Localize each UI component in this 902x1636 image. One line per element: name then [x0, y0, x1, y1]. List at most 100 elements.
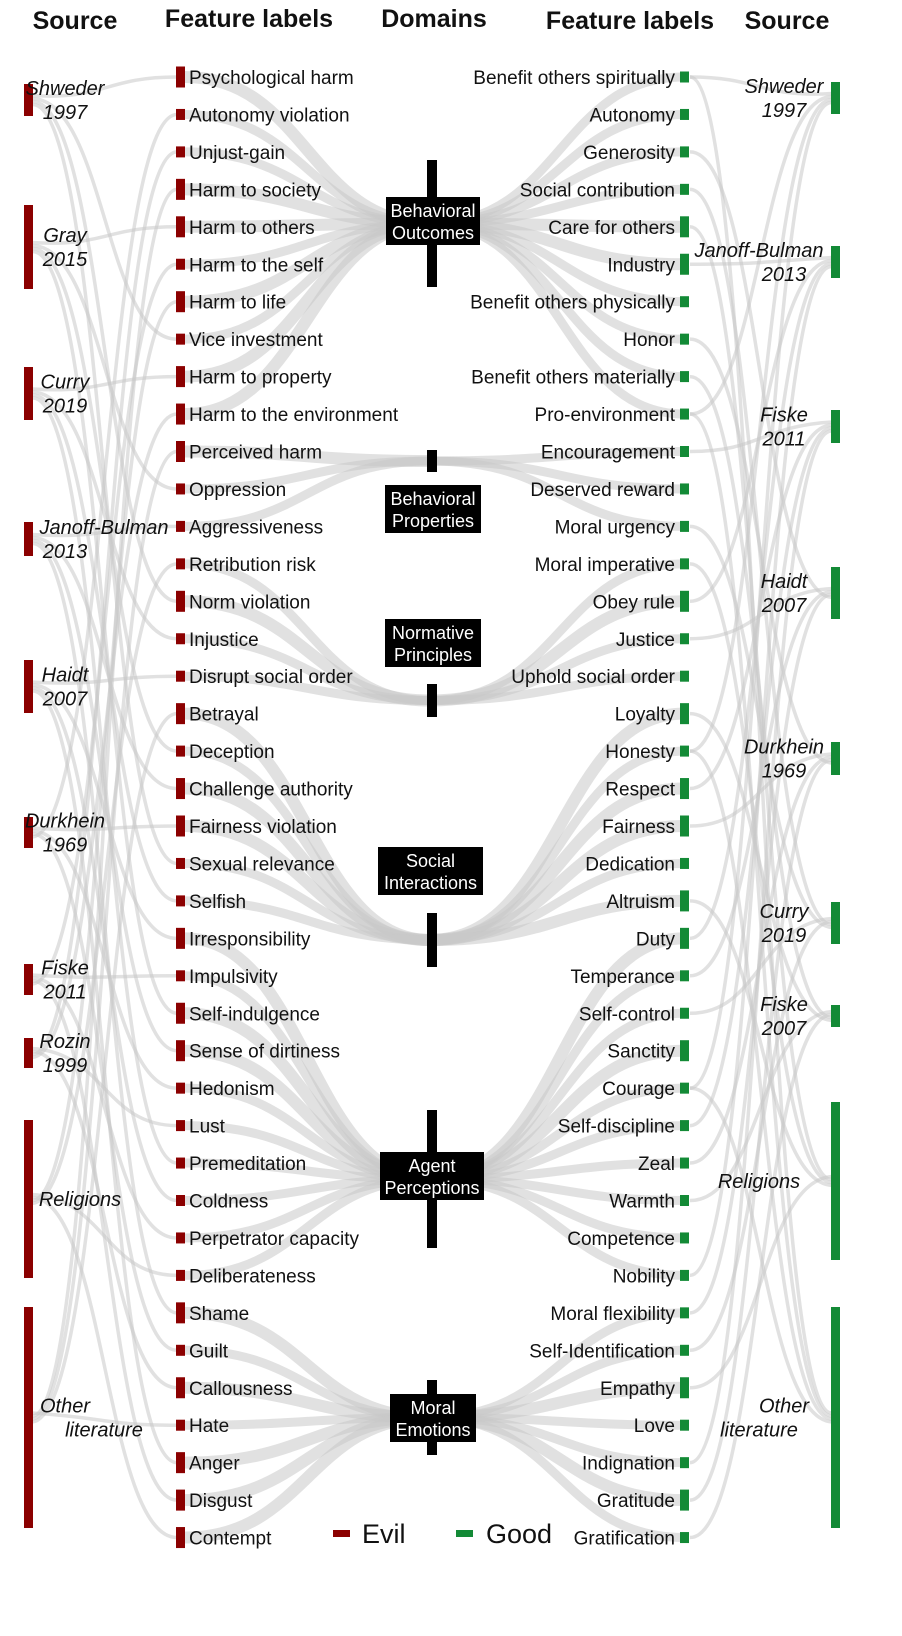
evil-feature-bar — [176, 1489, 185, 1511]
header-feature-labels-left: Feature labels — [165, 5, 333, 33]
evil-feature-bar — [176, 1120, 185, 1132]
domain-box-social — [378, 847, 483, 895]
source-label-left: Rozin — [39, 1031, 90, 1053]
column-headers: Source Feature labels Domains Feature la… — [33, 5, 830, 35]
good-feature-generosity: Generosity — [583, 143, 675, 164]
evil-feature-bar — [176, 857, 185, 869]
flow-link — [31, 246, 178, 753]
evil-feature-bar — [176, 258, 185, 270]
legend-good-swatch — [456, 1530, 473, 1537]
source-bar-left — [24, 367, 33, 420]
evil-feature-bar — [176, 1195, 185, 1206]
good-feature-bar — [680, 296, 689, 308]
flow-link — [31, 75, 178, 98]
domain-label: Emotions — [395, 1420, 470, 1440]
flow-link — [184, 671, 431, 705]
evil-feature-harm-to-the-self: Harm to the self — [189, 255, 324, 276]
source-label-right: Janoff-Bulman — [694, 240, 824, 262]
evil-feature-contempt: Contempt — [189, 1529, 272, 1550]
flow-link — [689, 75, 833, 96]
source-label-left: Janoff-Bulman — [39, 517, 169, 539]
good-feature-bar — [680, 927, 689, 949]
source-label-left: Religions — [39, 1189, 121, 1211]
flow-link — [31, 1046, 178, 1128]
good-feature-warmth: Warmth — [609, 1192, 675, 1213]
evil-feature-perceived-harm: Perceived harm — [189, 443, 322, 464]
source-label-right: 2007 — [761, 595, 807, 617]
source-label-left: Other — [40, 1396, 91, 1418]
flow-link — [31, 374, 178, 392]
good-feature-bar — [680, 1232, 689, 1244]
domain-box-properties — [385, 485, 481, 533]
evil-feature-bar — [176, 1040, 185, 1062]
source-label-right: 2011 — [761, 429, 805, 451]
source-label-left: Haidt — [42, 665, 90, 687]
good-feature-bar — [680, 216, 689, 238]
good-feature-bar — [680, 253, 689, 275]
evil-feature-bar — [176, 1302, 185, 1324]
good-feature-bar — [680, 333, 689, 345]
evil-feature-bar — [176, 745, 185, 757]
evil-feature-irresponsibility: Irresponsibility — [189, 929, 311, 950]
good-feature-autonomy: Autonomy — [589, 105, 675, 126]
source-label-right: 2007 — [761, 1018, 807, 1040]
evil-feature-bar — [176, 558, 185, 570]
domain-label: Social — [406, 851, 455, 871]
source-label-left: 1997 — [43, 102, 88, 124]
flow-link — [31, 187, 178, 1418]
flow-link — [31, 243, 178, 491]
evil-feature-harm-to-life: Harm to life — [189, 293, 286, 314]
evil-feature-bar — [176, 815, 185, 837]
good-feature-respect: Respect — [605, 780, 675, 801]
good-feature-bar — [680, 71, 689, 83]
good-feature-fairness: Fairness — [602, 817, 675, 838]
good-feature-gratification: Gratification — [574, 1529, 675, 1550]
good-feature-bar — [680, 633, 689, 645]
evil-feature-bar — [176, 66, 185, 88]
evil-feature-bar — [176, 333, 185, 345]
source-label-right: literature — [720, 1420, 798, 1442]
good-feature-honesty: Honesty — [605, 742, 675, 763]
source-bar-left — [24, 522, 33, 556]
good-feature-bar — [680, 890, 689, 912]
flow-link — [31, 449, 178, 1421]
evil-feature-coldness: Coldness — [189, 1192, 268, 1213]
domain-bar — [427, 450, 437, 472]
domain-box-emotions — [390, 1394, 476, 1442]
domain-box-normative — [385, 619, 481, 667]
flow-link — [31, 1049, 178, 1390]
evil-feature-bar — [176, 483, 185, 495]
good-feature-courage: Courage — [602, 1079, 675, 1100]
good-feature-bar — [680, 146, 689, 158]
good-feature-self-control: Self-control — [579, 1004, 675, 1025]
good-feature-self-identification: Self-Identification — [529, 1341, 675, 1362]
source-bar-left — [24, 205, 33, 289]
flow-link — [31, 1195, 178, 1540]
flow-link — [689, 1012, 833, 1540]
evil-feature-bar — [176, 970, 185, 982]
evil-feature-bar — [176, 1082, 185, 1094]
domain-label: Agent — [408, 1156, 455, 1176]
source-bar-right — [831, 1102, 840, 1260]
evil-feature-bar — [176, 403, 185, 425]
evil-feature-self-indulgence: Self-indulgence — [189, 1004, 320, 1025]
evil-feature-hate: Hate — [189, 1416, 229, 1437]
evil-feature-bar — [176, 146, 185, 158]
good-feature-uphold-social-order: Uphold social order — [511, 667, 675, 688]
source-label-right: 2013 — [761, 264, 807, 286]
flow-link — [31, 976, 178, 1240]
good-feature-justice: Justice — [616, 630, 675, 651]
evil-feature-shame: Shame — [189, 1304, 249, 1325]
good-feature-benefit-others-physically: Benefit others physically — [470, 293, 675, 314]
source-bar-left — [24, 817, 33, 848]
good-feature-altruism: Altruism — [606, 892, 675, 913]
good-feature-bar — [680, 703, 689, 725]
good-feature-care-for-others: Care for others — [548, 218, 675, 239]
good-feature-honor: Honor — [623, 330, 675, 351]
good-feature-bar — [680, 1007, 689, 1019]
good-feature-nodes: Benefit others spirituallyAutonomyGenero… — [470, 68, 689, 1550]
evil-feature-premeditation: Premeditation — [189, 1154, 306, 1175]
source-label-right: Religions — [718, 1171, 800, 1193]
good-feature-social-contribution: Social contribution — [520, 180, 675, 201]
good-feature-bar — [680, 183, 689, 195]
